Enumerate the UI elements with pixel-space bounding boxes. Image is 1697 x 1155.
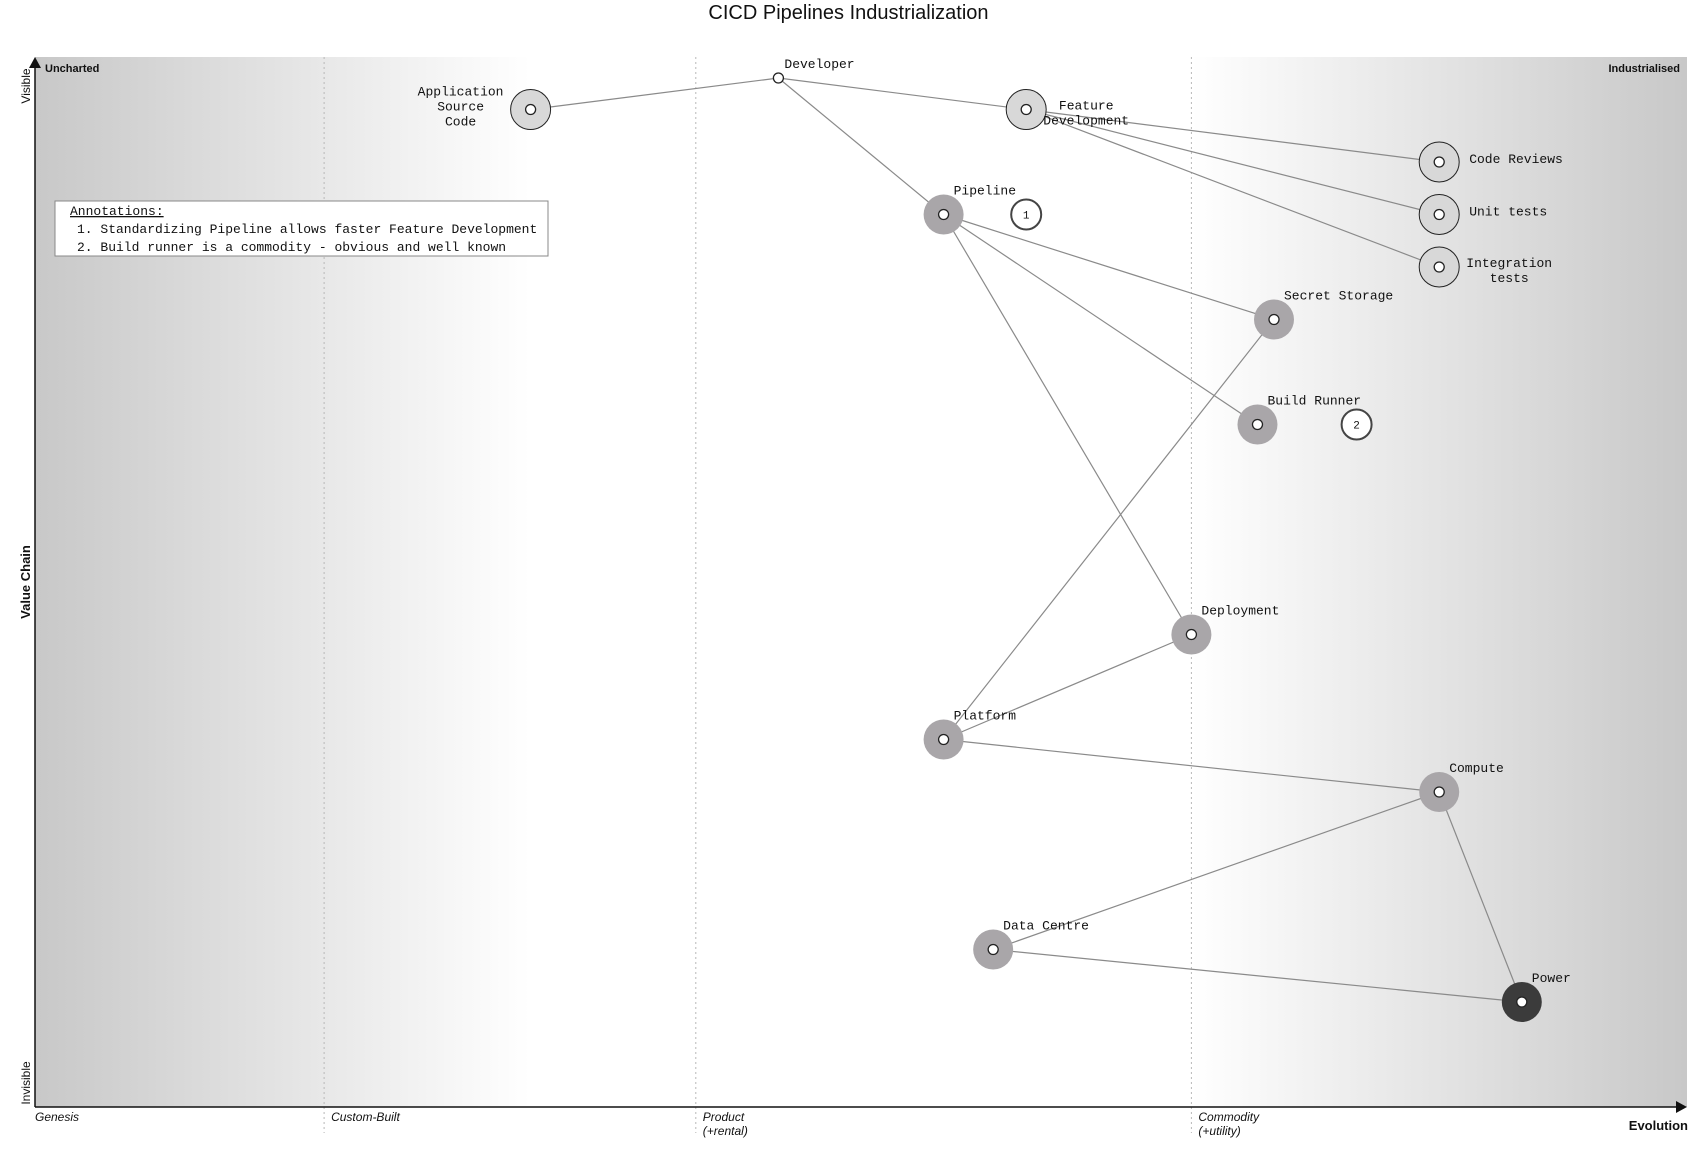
component-label: Code Reviews — [1469, 152, 1563, 167]
annotation-marker-number: 2 — [1353, 421, 1360, 433]
link-developer-pipeline — [778, 77, 944, 215]
component-label: Power — [1532, 971, 1571, 986]
component-node — [937, 733, 950, 746]
component-pipeline[interactable]: Pipeline — [923, 184, 1016, 235]
stage-label: Custom-Built — [331, 1110, 400, 1124]
component-secret-storage[interactable]: Secret Storage — [1254, 289, 1393, 340]
component-label: Developer — [784, 57, 854, 72]
x-axis-arrow — [1676, 1101, 1687, 1113]
component-node — [1185, 628, 1198, 641]
y-axis-bottom-label: Invisible — [19, 1061, 33, 1105]
component-label: Data Centre — [1003, 919, 1089, 934]
map-title: CICD Pipelines Industrialization — [708, 2, 989, 24]
component-node — [1020, 103, 1032, 116]
component-compute[interactable]: Compute — [1419, 761, 1504, 812]
stage-lines — [323, 57, 1192, 1133]
component-platform[interactable]: Platform — [923, 709, 1017, 760]
component-code-reviews[interactable]: Code Reviews — [1418, 141, 1563, 183]
link-feature-development-code-reviews — [1026, 108, 1440, 163]
link-platform-compute — [943, 738, 1440, 793]
component-node — [1433, 261, 1445, 273]
link-compute-power — [1438, 791, 1523, 1003]
component-build-runner[interactable]: Build Runner — [1237, 394, 1361, 445]
component-node — [772, 72, 785, 84]
link-deployment-platform — [943, 633, 1192, 741]
link-compute-data-centre — [992, 791, 1440, 951]
link-pipeline-secret-storage — [943, 213, 1275, 321]
link-feature-development-unit-tests — [1026, 108, 1440, 216]
component-node — [524, 103, 537, 116]
stage-label: Genesis — [35, 1110, 79, 1124]
y-axis-label: Value Chain — [18, 545, 33, 619]
component-unit-tests[interactable]: Unit tests — [1418, 194, 1547, 235]
component-node — [1433, 208, 1445, 221]
link-pipeline-deployment — [943, 214, 1192, 635]
stage-label: Commodity — [1198, 1110, 1260, 1124]
component-node — [937, 208, 950, 221]
component-label: Build Runner — [1267, 394, 1361, 409]
link-pipeline-build-runner — [943, 214, 1258, 425]
annotation-item: 2. Build runner is a commodity - obvious… — [77, 240, 506, 255]
component-node — [1516, 996, 1528, 1008]
component-power[interactable]: Power — [1501, 971, 1571, 1022]
annotation-markers: 12 — [1010, 198, 1373, 441]
link-developer-feature-development — [778, 77, 1027, 111]
links — [530, 77, 1523, 1003]
annotation-item: 1. Standardizing Pipeline allows faster … — [77, 222, 537, 237]
component-label: Compute — [1449, 761, 1504, 776]
link-feature-development-integration-tests — [1025, 108, 1440, 268]
y-axis-arrow — [29, 57, 41, 68]
component-developer[interactable]: Developer — [772, 57, 855, 84]
component-label: Unit tests — [1469, 205, 1547, 220]
stage-labels: Genesis Custom-Built Product(+rental) Commo… — [35, 1110, 1260, 1138]
component-node — [1251, 418, 1264, 431]
annotation-marker-2 — [1340, 408, 1373, 441]
annotations-heading: Annotations: — [70, 204, 164, 219]
component-label: Secret Storage — [1284, 289, 1393, 304]
stage-label-sub: (+rental) — [703, 1124, 748, 1138]
component-data-centre[interactable]: Data Centre — [973, 919, 1089, 970]
component-node — [1268, 313, 1280, 326]
y-axis-top-label: Visible — [19, 68, 33, 103]
component-node — [1433, 786, 1445, 798]
component-label: Deployment — [1201, 604, 1279, 619]
link-secret-storage-platform — [943, 319, 1275, 740]
component-label: Platform — [954, 709, 1017, 724]
x-axis-label: Evolution — [1629, 1118, 1688, 1133]
link-developer-app-source-code — [530, 77, 779, 111]
component-label: Pipeline — [954, 184, 1016, 199]
stage-label-sub: (+utility) — [1198, 1124, 1240, 1138]
corner-label-uncharted: Uncharted — [45, 63, 99, 75]
annotation-marker-1 — [1010, 198, 1043, 231]
component-node — [1433, 156, 1445, 168]
component-node — [987, 943, 999, 956]
corner-label-industrialised: Industrialised — [1608, 63, 1680, 75]
annotation-marker-number: 1 — [1023, 211, 1030, 223]
component-deployment[interactable]: Deployment — [1171, 604, 1279, 655]
annotations-box: Annotations: 1. Standardizing Pipeline a… — [54, 200, 549, 257]
link-data-centre-power — [993, 948, 1522, 1003]
stage-label: Product — [703, 1110, 745, 1124]
